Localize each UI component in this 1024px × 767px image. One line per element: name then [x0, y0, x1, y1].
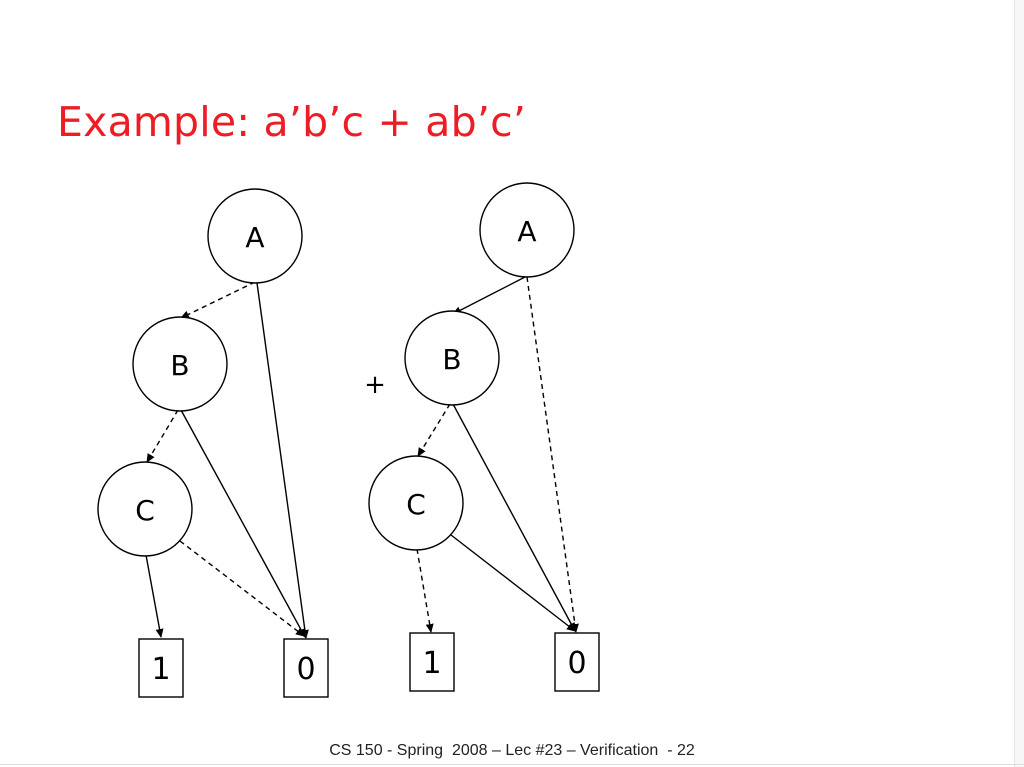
slide-title: Example: a’b’c + ab’c’	[57, 98, 527, 146]
left-terminal-1: 1	[138, 638, 184, 698]
left-node-c-label: C	[135, 494, 155, 527]
slide-footer: CS 150 - Spring 2008 – Lec #23 – Verific…	[329, 742, 695, 759]
left-bdd: A B C 1 0	[97, 188, 329, 698]
left-edge-c-0	[179, 540, 305, 637]
right-node-a-label: A	[517, 215, 536, 248]
left-terminal-1-label: 1	[151, 652, 170, 687]
right-terminal-1-label: 1	[422, 646, 441, 681]
right-edge-a-0	[526, 276, 579, 633]
left-terminal-0-label: 0	[296, 652, 315, 687]
left-edge-a-0	[256, 282, 309, 639]
left-edge-b-0	[180, 409, 306, 638]
left-node-c: C	[97, 461, 193, 557]
left-node-b-label: B	[170, 349, 189, 382]
right-node-b-label: B	[442, 343, 461, 376]
right-edge-a-b	[452, 275, 528, 315]
left-node-a-label: A	[245, 221, 264, 254]
right-node-b: B	[404, 310, 500, 406]
right-terminal-0: 0	[554, 632, 600, 692]
right-bdd: A B C 1 0	[368, 182, 600, 692]
left-edge-b-c	[146, 409, 179, 463]
left-node-b: B	[132, 316, 228, 412]
right-node-c-label: C	[406, 488, 426, 521]
left-edge-a-b	[180, 281, 256, 319]
right-node-c: C	[368, 455, 464, 551]
right-terminal-1: 1	[409, 632, 455, 692]
plus-operator: +	[364, 370, 386, 400]
right-edge-b-0	[452, 403, 576, 632]
slide-edge	[1014, 0, 1024, 767]
right-node-a: A	[479, 182, 575, 278]
left-edge-c-1	[145, 554, 164, 638]
footer-divider	[0, 764, 1024, 765]
right-terminal-0-label: 0	[567, 646, 586, 681]
left-node-a: A	[207, 188, 303, 284]
left-terminal-0: 0	[283, 638, 329, 698]
right-edge-c-1	[416, 548, 434, 633]
right-edge-b-c	[417, 403, 451, 457]
right-edge-c-0	[450, 534, 576, 632]
